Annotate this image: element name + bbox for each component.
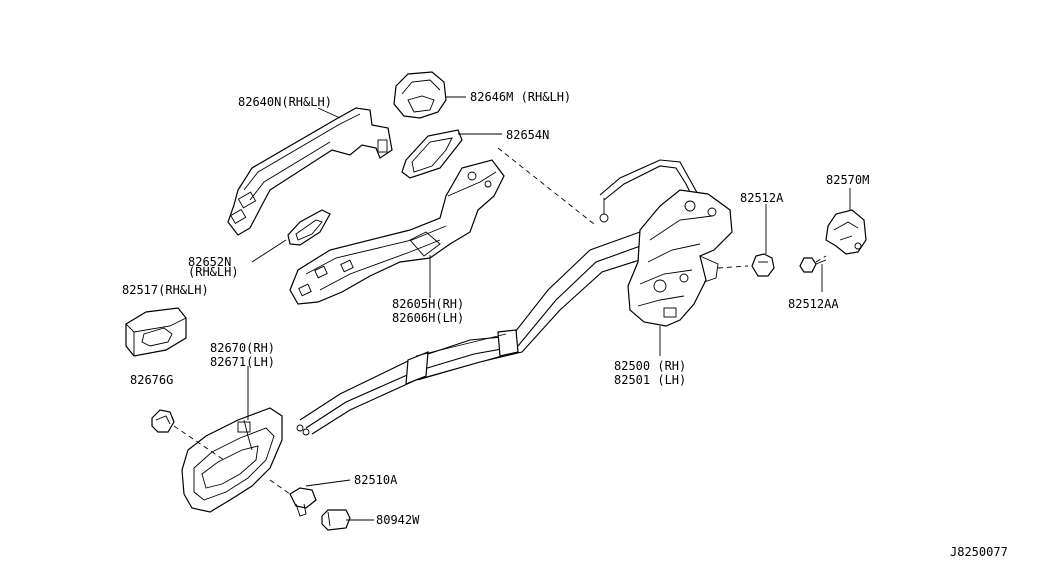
label-82652N: 82652N <box>188 255 231 269</box>
leader-lines <box>247 96 851 521</box>
label-82500: 82500 (RH) <box>614 359 686 373</box>
label-82501: 82501 (LH) <box>614 373 686 387</box>
cables <box>296 159 701 436</box>
assembly-lines <box>173 147 827 495</box>
clip-part <box>151 409 175 433</box>
label-82652N-side: (RH&LH) <box>188 265 239 279</box>
handle-cap-part <box>393 71 447 119</box>
diagram-code: J8250077 <box>950 545 1008 559</box>
bolt-part <box>289 487 317 517</box>
label-80942W: 80942W <box>376 513 420 527</box>
label-82517: 82517(RH&LH) <box>122 283 209 297</box>
label-82670: 82670(RH) <box>210 341 275 355</box>
inside-handle-part <box>181 407 283 513</box>
label-82510A: 82510A <box>354 473 398 487</box>
label-82512AA: 82512AA <box>788 297 839 311</box>
label-82654N: 82654N <box>506 128 549 142</box>
spring-clip-part <box>321 509 351 531</box>
label-82605H: 82605H(RH) <box>392 297 464 311</box>
handle-bracket-part <box>289 159 505 305</box>
outside-handle-part <box>227 107 393 236</box>
striker-screw-part <box>799 257 827 273</box>
label-82570M: 82570M <box>826 173 869 187</box>
label-82606H: 82606H(LH) <box>392 311 464 325</box>
label-82676G: 82676G <box>130 373 173 387</box>
screw-part <box>751 253 775 277</box>
label-82646M: 82646M (RH&LH) <box>470 90 571 104</box>
part-labels: 82640N(RH&LH) 82646M (RH&LH) 82654N 8265… <box>122 90 1008 559</box>
small-gasket-part <box>287 209 331 246</box>
label-82671: 82671(LH) <box>210 355 275 369</box>
pad-part <box>125 307 187 357</box>
gasket-part <box>401 129 463 179</box>
striker-part <box>825 209 867 255</box>
label-82640N: 82640N(RH&LH) <box>238 95 332 109</box>
label-82512A: 82512A <box>740 191 784 205</box>
door-lock-actuator-part <box>627 189 733 327</box>
